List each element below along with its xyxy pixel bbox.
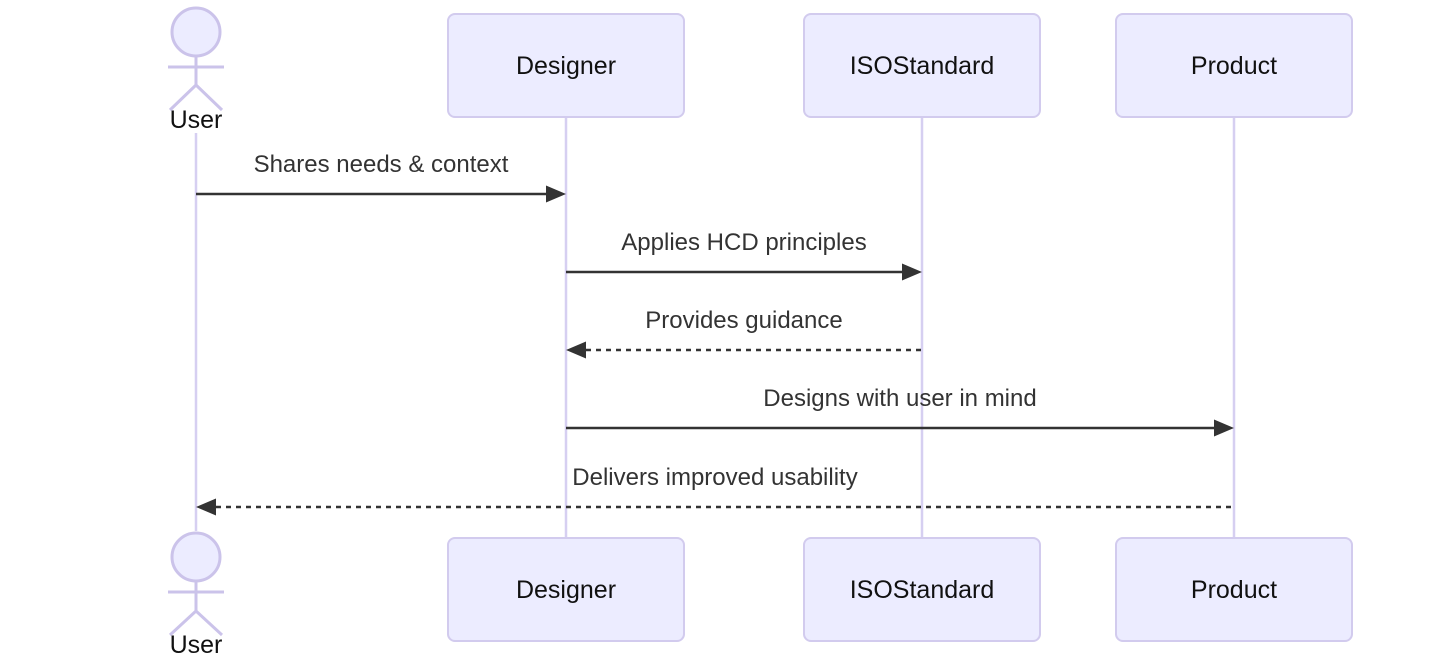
message-provides-guidance: Provides guidance xyxy=(566,307,922,359)
message-designs-with-user-in-mind: Designs with user in mind xyxy=(566,385,1234,437)
participant-product-bottom: Product xyxy=(1115,537,1353,642)
message-label: Provides guidance xyxy=(645,307,842,334)
participant-designer-box-top xyxy=(447,13,685,118)
participant-product-box-top xyxy=(1115,13,1353,118)
arrowhead-right-icon xyxy=(1214,419,1234,437)
actor-user-top: User xyxy=(168,6,224,134)
actor-head-icon xyxy=(170,531,222,583)
actor-right-leg-line xyxy=(194,83,224,112)
participant-isostandard-label-top: ISOStandard xyxy=(850,52,995,80)
participant-product-box-bottom xyxy=(1115,537,1353,642)
participant-isostandard-box-bottom xyxy=(803,537,1041,642)
message-applies-hcd-principles: Applies HCD principles xyxy=(566,229,922,281)
message-label: Designs with user in mind xyxy=(763,385,1036,412)
message-label: Shares needs & context xyxy=(254,151,509,178)
participant-isostandard-bottom: ISOStandard xyxy=(803,537,1041,642)
participant-isostandard-top: ISOStandard xyxy=(803,13,1041,118)
participant-designer-top: Designer xyxy=(447,13,685,118)
message-label: Applies HCD principles xyxy=(621,229,866,256)
message-label: Delivers improved usability xyxy=(572,464,857,491)
participant-product-label-bottom: Product xyxy=(1191,576,1277,604)
actor-user-bottom: User xyxy=(168,531,224,657)
actor-right-leg-line xyxy=(194,609,224,637)
actor-left-leg-line xyxy=(168,83,198,112)
actor-head-icon xyxy=(170,6,222,58)
message-delivers-improved-usability: Delivers improved usability xyxy=(196,464,1234,516)
actor-left-leg-line xyxy=(168,609,198,637)
participant-designer-bottom: Designer xyxy=(447,537,685,642)
arrowhead-right-icon xyxy=(902,263,922,281)
actor-user-label-bottom: User xyxy=(170,631,223,657)
participant-product-label-top: Product xyxy=(1191,52,1277,80)
participant-designer-label-top: Designer xyxy=(516,52,616,80)
arrowhead-right-icon xyxy=(546,185,566,203)
actor-user-label-top: User xyxy=(170,106,223,134)
message-shares-needs-context: Shares needs & context xyxy=(196,151,566,203)
participant-designer-box-bottom xyxy=(447,537,685,642)
participant-isostandard-box-top xyxy=(803,13,1041,118)
arrowhead-left-icon xyxy=(196,498,216,516)
participant-designer-label-bottom: Designer xyxy=(516,576,616,604)
participant-product-top: Product xyxy=(1115,13,1353,118)
arrowhead-left-icon xyxy=(566,341,586,359)
participant-isostandard-label-bottom: ISOStandard xyxy=(850,576,995,604)
